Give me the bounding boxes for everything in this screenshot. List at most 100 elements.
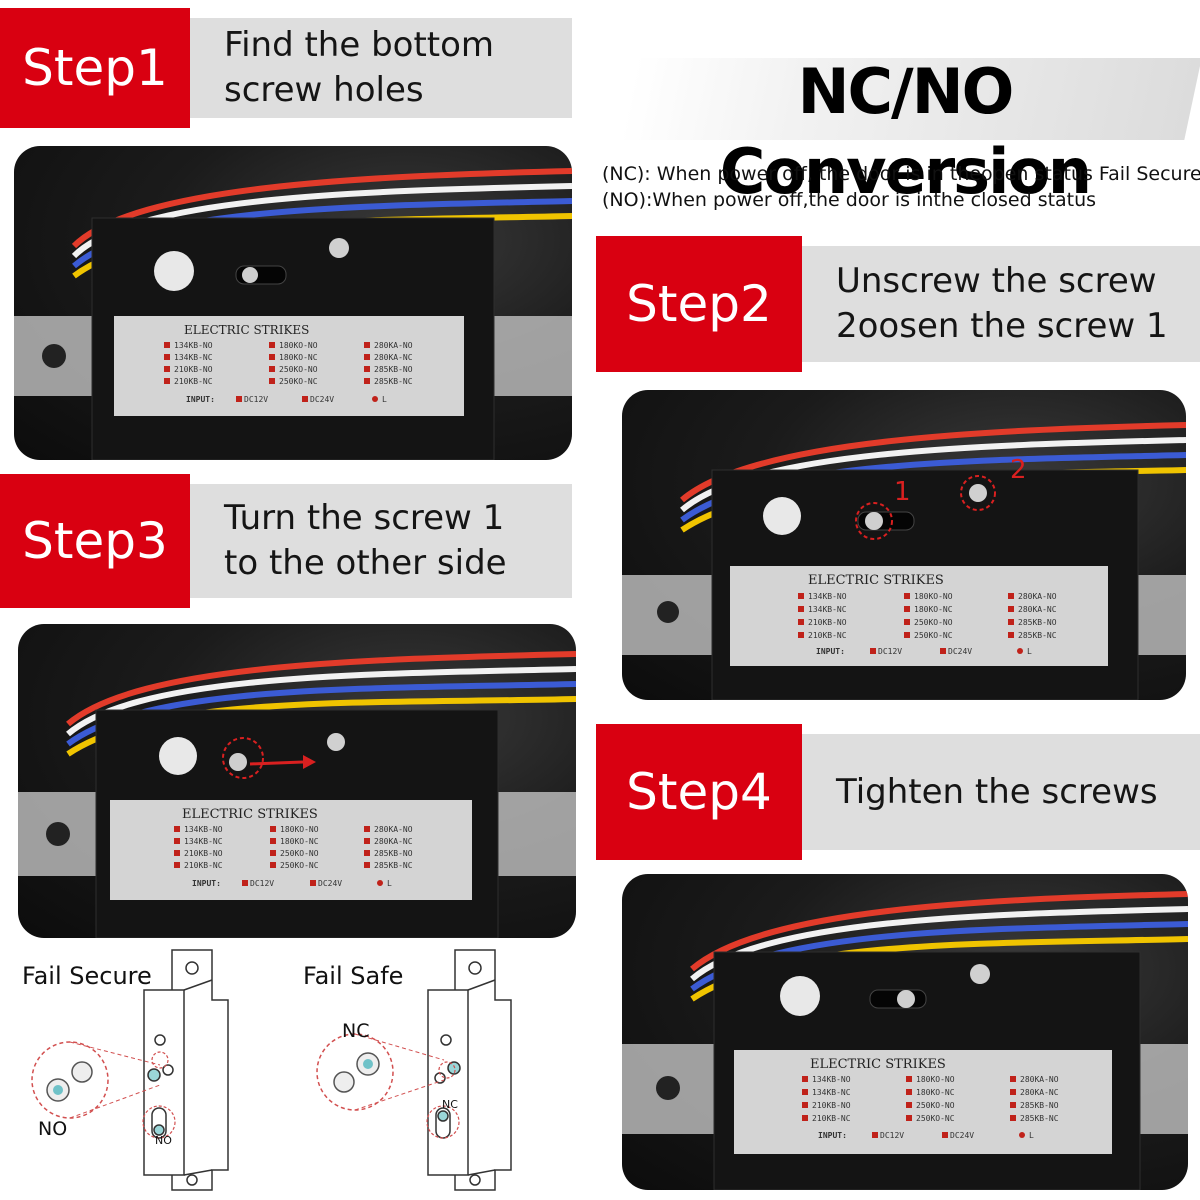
step1-line2: screw holes: [224, 70, 424, 110]
svg-text:285KB-NC: 285KB-NC: [374, 377, 413, 386]
screw1-annotation: 1: [894, 477, 911, 507]
svg-text:285KB-NO: 285KB-NO: [1018, 618, 1057, 627]
svg-text:285KB-NC: 285KB-NC: [374, 861, 413, 870]
svg-text:INPUT:: INPUT:: [818, 1131, 847, 1140]
svg-text:250KO-NO: 250KO-NO: [916, 1101, 955, 1110]
step1-line1: Find the bottom: [224, 25, 495, 65]
svg-text:DC24V: DC24V: [318, 879, 342, 888]
step3-line1: Turn the screw 1: [224, 498, 505, 538]
svg-text:L: L: [387, 879, 392, 888]
svg-text:ELECTRIC STRIKES: ELECTRIC STRIKES: [182, 807, 318, 822]
step1-tag: Step1: [0, 8, 190, 128]
svg-text:250KO-NC: 250KO-NC: [279, 377, 318, 386]
no-note: (NO):When power off,the door is inthe cl…: [602, 189, 1097, 211]
fail-secure-zoom-circle: [31, 1041, 109, 1119]
svg-text:180KO-NC: 180KO-NC: [280, 837, 319, 846]
svg-text:285KB-NC: 285KB-NC: [1020, 1114, 1059, 1123]
svg-text:DC12V: DC12V: [244, 395, 268, 404]
step3-line2: to the other side: [224, 543, 507, 583]
svg-text:ELECTRIC STRIKES: ELECTRIC STRIKES: [810, 1057, 946, 1072]
screw2-annotation: 2: [1010, 455, 1027, 485]
step1-banner: Step1 Find the bottom screw holes: [0, 8, 572, 128]
svg-text:134KB-NC: 134KB-NC: [184, 837, 223, 846]
svg-text:180KO-NC: 180KO-NC: [916, 1088, 955, 1097]
step4-photo: ELECTRIC STRIKES 134KB-NO 134KB-NC 210KB…: [622, 874, 1188, 1190]
svg-text:210KB-NO: 210KB-NO: [174, 365, 213, 374]
step2-banner: Step2 Unscrew the screw 2oosen the screw…: [596, 236, 1200, 372]
svg-text:210KB-NC: 210KB-NC: [812, 1114, 851, 1123]
svg-text:250KO-NC: 250KO-NC: [916, 1114, 955, 1123]
page-title: NC/NO Conversion: [719, 55, 1092, 208]
svg-text:250KO-NO: 250KO-NO: [279, 365, 318, 374]
step2-photo: 1 2 ELECTRIC STRIKES 134KB-NO 134KB-NC 2…: [622, 390, 1186, 700]
svg-text:134KB-NO: 134KB-NO: [812, 1075, 851, 1084]
svg-text:280KA-NO: 280KA-NO: [1018, 592, 1057, 601]
svg-text:180KO-NO: 180KO-NO: [280, 825, 319, 834]
svg-text:180KO-NO: 180KO-NO: [279, 341, 318, 350]
fail-secure-label: Fail Secure: [22, 962, 152, 990]
svg-text:280KA-NC: 280KA-NC: [374, 353, 413, 362]
fail-secure-strike-drawing: [143, 949, 229, 1191]
svg-text:L: L: [1027, 647, 1032, 656]
fail-safe-zoom-circle: [316, 1033, 394, 1111]
svg-text:250KO-NO: 250KO-NO: [280, 849, 319, 858]
svg-text:134KB-NC: 134KB-NC: [174, 353, 213, 362]
svg-text:180KO-NC: 180KO-NC: [914, 605, 953, 614]
svg-text:280KA-NO: 280KA-NO: [374, 825, 413, 834]
svg-text:INPUT:: INPUT:: [186, 395, 215, 404]
svg-text:285KB-NO: 285KB-NO: [374, 849, 413, 858]
nc-no-diagram: [31, 949, 512, 1191]
svg-text:DC12V: DC12V: [878, 647, 902, 656]
svg-text:INPUT:: INPUT:: [192, 879, 221, 888]
step2-tag: Step2: [596, 236, 802, 372]
step4-text: Tighten the screws: [802, 734, 1200, 850]
step2-text: Unscrew the screw 2oosen the screw 1: [802, 246, 1200, 362]
step4-banner: Step4 Tighten the screws: [596, 724, 1200, 860]
step1-text: Find the bottom screw holes: [190, 18, 572, 118]
svg-text:285KB-NO: 285KB-NO: [374, 365, 413, 374]
step2-line1: Unscrew the screw: [836, 261, 1157, 301]
svg-text:180KO-NO: 180KO-NO: [914, 592, 953, 601]
svg-text:250KO-NO: 250KO-NO: [914, 618, 953, 627]
step2-line2: 2oosen the screw 1: [836, 306, 1168, 346]
svg-text:INPUT:: INPUT:: [816, 647, 845, 656]
svg-text:280KA-NC: 280KA-NC: [1020, 1088, 1059, 1097]
svg-text:280KA-NC: 280KA-NC: [1018, 605, 1057, 614]
step4-line1: Tighten the screws: [836, 771, 1158, 812]
svg-text:280KA-NC: 280KA-NC: [374, 837, 413, 846]
svg-text:DC24V: DC24V: [950, 1131, 974, 1140]
svg-text:134KB-NO: 134KB-NO: [808, 592, 847, 601]
svg-text:210KB-NO: 210KB-NO: [184, 849, 223, 858]
svg-text:210KB-NC: 210KB-NC: [808, 631, 847, 640]
svg-text:DC24V: DC24V: [948, 647, 972, 656]
step3-banner: Step3 Turn the screw 1 to the other side: [0, 474, 572, 608]
step1-photo: ELECTRIC STRIKES 134KB-NO 134KB-NC 210KB…: [14, 146, 572, 460]
svg-text:210KB-NO: 210KB-NO: [808, 618, 847, 627]
svg-text:DC12V: DC12V: [250, 879, 274, 888]
svg-text:285KB-NC: 285KB-NC: [1018, 631, 1057, 640]
step3-text: Turn the screw 1 to the other side: [190, 484, 572, 598]
svg-text:210KB-NC: 210KB-NC: [184, 861, 223, 870]
svg-text:250KO-NC: 250KO-NC: [914, 631, 953, 640]
svg-text:L: L: [1029, 1131, 1034, 1140]
step4-tag: Step4: [596, 724, 802, 860]
svg-text:134KB-NC: 134KB-NC: [808, 605, 847, 614]
fail-secure-switch-no-label: NO: [155, 1134, 172, 1147]
fail-safe-nc-label: NC: [342, 1020, 370, 1042]
step3-photo: ELECTRIC STRIKES 134KB-NO 134KB-NC 210KB…: [18, 624, 576, 938]
fail-secure-no-label: NO: [38, 1118, 68, 1140]
svg-text:280KA-NO: 280KA-NO: [1020, 1075, 1059, 1084]
fail-safe-switch-nc-label: NC: [442, 1098, 458, 1111]
svg-text:ELECTRIC STRIKES: ELECTRIC STRIKES: [184, 323, 309, 337]
svg-text:ELECTRIC STRIKES: ELECTRIC STRIKES: [808, 573, 944, 588]
fail-safe-strike-drawing: [427, 949, 512, 1191]
svg-text:L: L: [382, 395, 387, 404]
svg-text:134KB-NO: 134KB-NO: [184, 825, 223, 834]
svg-text:180KO-NO: 180KO-NO: [916, 1075, 955, 1084]
svg-text:134KB-NO: 134KB-NO: [174, 341, 213, 350]
step1-device-label: ELECTRIC STRIKES: [184, 323, 309, 337]
step3-tag: Step3: [0, 474, 190, 608]
nc-note: (NC): When power off, the door is in the…: [602, 163, 1200, 185]
svg-text:DC24V: DC24V: [310, 395, 334, 404]
svg-text:250KO-NC: 250KO-NC: [280, 861, 319, 870]
